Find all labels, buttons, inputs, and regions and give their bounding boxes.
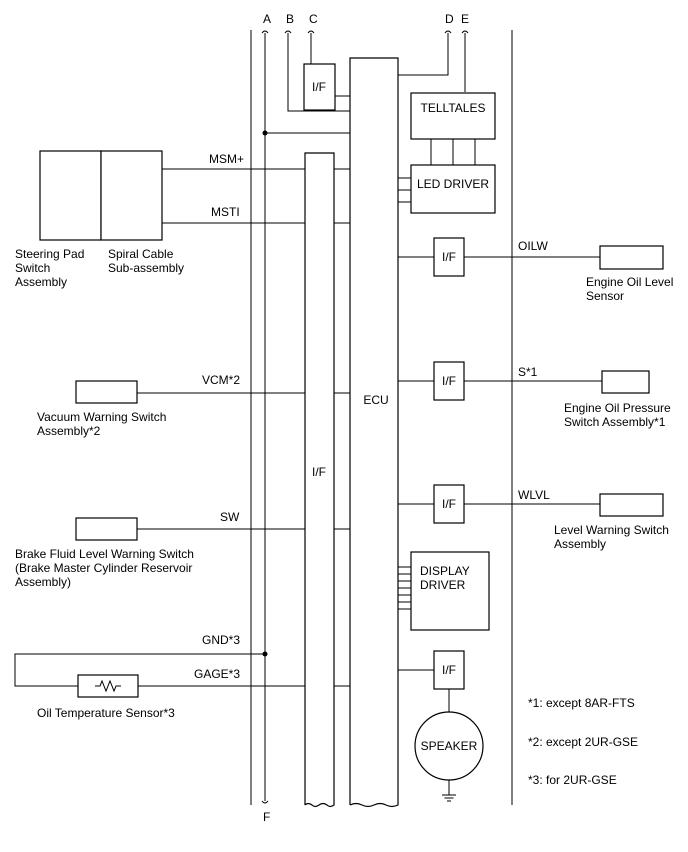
signal-s: S*1 bbox=[518, 365, 538, 379]
vacuum-label-2: Assembly*2 bbox=[37, 424, 101, 438]
terminal-e-label: E bbox=[461, 12, 469, 26]
vacuum-warning-switch-box bbox=[75, 380, 138, 404]
signal-sw: SW bbox=[220, 510, 240, 524]
oil-level-sensor-box bbox=[599, 245, 664, 270]
small-if-block bbox=[303, 63, 336, 111]
terminal-b-label: B bbox=[286, 12, 294, 26]
wire-gnd bbox=[14, 653, 265, 687]
signal-msm-plus: MSM+ bbox=[209, 152, 244, 166]
level-warning-switch-box bbox=[599, 493, 664, 517]
signal-gnd: GND*3 bbox=[202, 633, 240, 647]
spiral-cable-label-2: Sub-assembly bbox=[108, 261, 184, 275]
signal-vcm: VCM*2 bbox=[202, 373, 240, 387]
steering-pad-label-2: Switch bbox=[15, 261, 50, 275]
spiral-cable-box bbox=[100, 150, 163, 241]
oil-level-label-2: Sensor bbox=[586, 289, 624, 303]
led-driver-block bbox=[410, 164, 496, 214]
signal-oilw: OILW bbox=[518, 239, 548, 253]
if-s-block bbox=[433, 361, 465, 401]
terminal-f-mark bbox=[261, 800, 269, 804]
display-driver-label-2: DRIVER bbox=[420, 578, 466, 592]
led-driver-label: LED DRIVER bbox=[417, 177, 489, 191]
junction-a bbox=[262, 130, 268, 136]
junction-gnd bbox=[262, 651, 268, 657]
level-warning-label-2: Assembly bbox=[554, 537, 606, 551]
ecu-label: ECU bbox=[363, 393, 388, 407]
terminal-d-mark bbox=[444, 30, 452, 34]
signal-wlvl: WLVL bbox=[518, 488, 550, 502]
main-if-column bbox=[304, 152, 335, 808]
ground-icon bbox=[442, 794, 456, 802]
display-driver-label-1: DISPLAY bbox=[420, 564, 470, 578]
note-3: *3: for 2UR-GSE bbox=[528, 773, 617, 787]
display-driver-block bbox=[410, 551, 490, 631]
signal-msti: MSTI bbox=[211, 205, 240, 219]
display-driver-inputs bbox=[398, 566, 411, 610]
resistor-icon bbox=[95, 679, 121, 693]
note-2: *2: except 2UR-GSE bbox=[528, 735, 638, 749]
if-oilw-block bbox=[433, 237, 465, 277]
vacuum-label-1: Vacuum Warning Switch bbox=[37, 410, 166, 424]
terminal-e-mark bbox=[461, 30, 469, 34]
if-s-label: I/F bbox=[442, 374, 456, 388]
oil-temp-label: Oil Temperature Sensor*3 bbox=[37, 706, 175, 720]
oil-pressure-switch-box bbox=[601, 370, 650, 394]
level-warning-label-1: Level Warning Switch bbox=[554, 523, 669, 537]
steering-pad-switch-box bbox=[39, 150, 102, 241]
brake-fluid-label-1: Brake Fluid Level Warning Switch bbox=[15, 547, 194, 561]
spiral-cable-label-1: Spiral Cable bbox=[108, 247, 174, 261]
if-wlvl-block bbox=[433, 484, 465, 524]
steering-pad-label-1: Steering Pad bbox=[15, 247, 84, 261]
terminal-c-label: C bbox=[309, 12, 318, 26]
if-wlvl-label: I/F bbox=[442, 497, 456, 511]
if-speaker-label: I/F bbox=[442, 663, 456, 677]
if-oilw-label: I/F bbox=[442, 250, 456, 264]
wire-d bbox=[398, 33, 449, 76]
brake-fluid-switch-box bbox=[75, 517, 138, 541]
main-if-label: I/F bbox=[312, 465, 326, 479]
speaker-label: SPEAKER bbox=[421, 739, 478, 753]
wire-b bbox=[287, 33, 350, 112]
terminal-d-label: D bbox=[445, 12, 454, 26]
oil-level-label-1: Engine Oil Level bbox=[586, 275, 673, 289]
brake-fluid-label-3: Assembly) bbox=[15, 575, 71, 589]
terminal-a-mark bbox=[261, 30, 269, 34]
brake-fluid-label-2: (Brake Master Cylinder Reservoir bbox=[15, 561, 192, 575]
terminal-f-label: F bbox=[263, 810, 270, 824]
note-1: *1: except 8AR-FTS bbox=[528, 696, 635, 710]
terminal-c-mark bbox=[307, 30, 315, 34]
oil-pressure-label-2: Switch Assembly*1 bbox=[564, 415, 666, 429]
terminal-b-mark bbox=[284, 30, 292, 34]
steering-pad-label-3: Assembly bbox=[15, 275, 67, 289]
ecu-column bbox=[349, 57, 399, 808]
terminal-a-label: A bbox=[263, 12, 271, 26]
telltales-label: TELLTALES bbox=[421, 101, 486, 115]
oil-pressure-label-1: Engine Oil Pressure bbox=[564, 401, 671, 415]
telltales-block bbox=[410, 92, 496, 140]
signal-gage: GAGE*3 bbox=[194, 667, 240, 681]
small-if-label: I/F bbox=[312, 80, 326, 94]
